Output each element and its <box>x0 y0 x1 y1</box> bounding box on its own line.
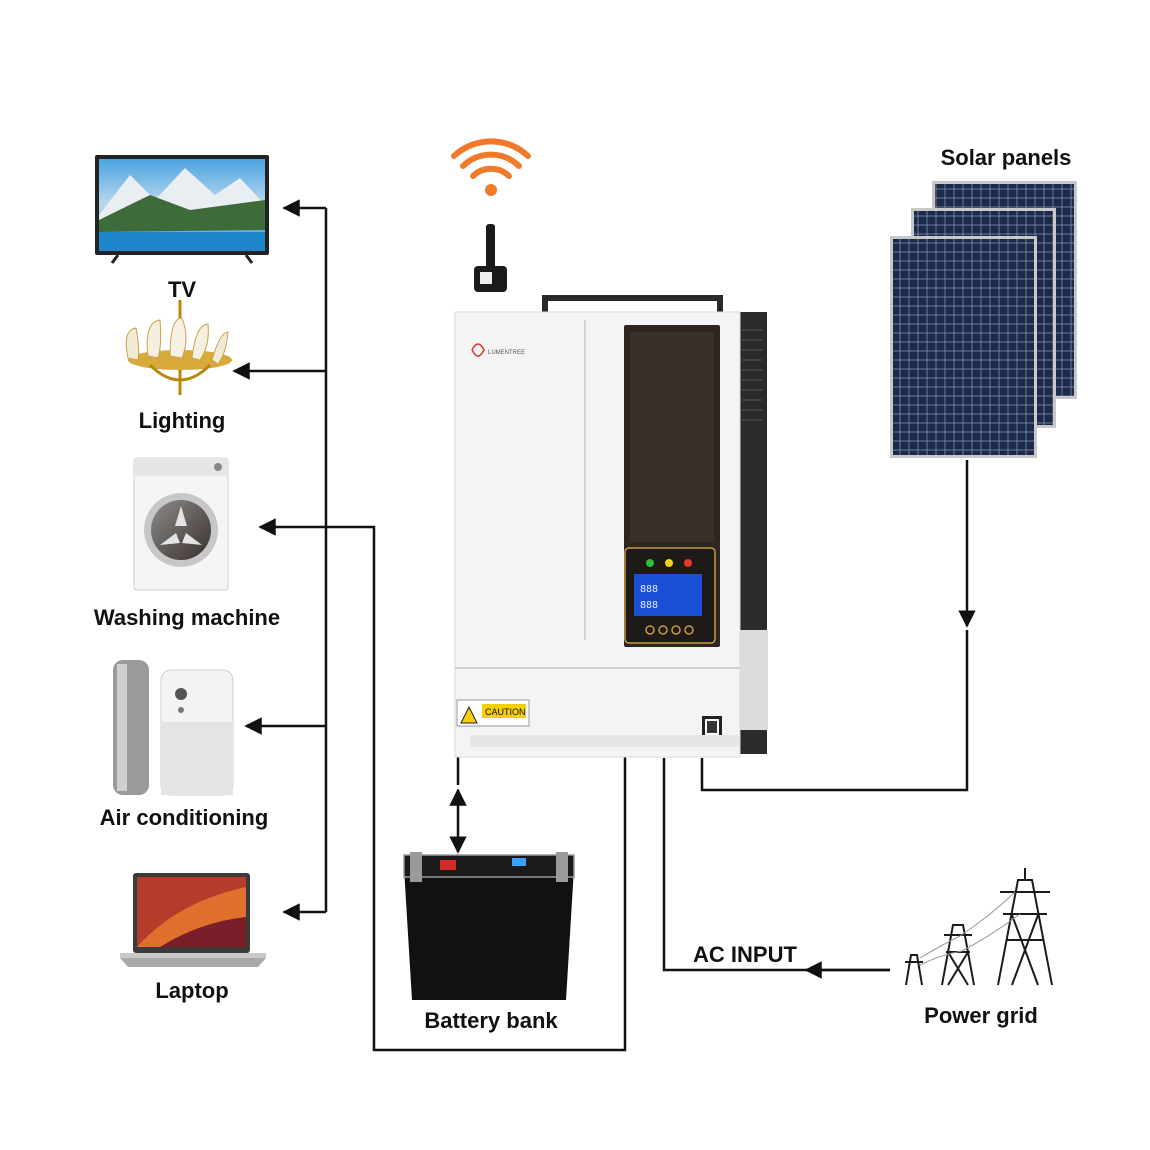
air-conditioning-label: Air conditioning <box>100 805 269 830</box>
svg-text:CAUTION: CAUTION <box>485 707 526 717</box>
inverter-button-1[interactable] <box>645 625 655 635</box>
wiring <box>232 199 976 1052</box>
inverter-button-4[interactable] <box>684 625 694 635</box>
solar-panel-icon <box>890 181 1077 458</box>
solar-panels-label: Solar panels <box>941 145 1072 170</box>
battery-bank-label: Battery bank <box>424 1008 558 1033</box>
ac-input-label: AC INPUT <box>693 942 797 967</box>
caution-label: CAUTION <box>456 699 530 727</box>
inverter-button-2[interactable] <box>658 625 668 635</box>
lcd-bottom-readout: 888 <box>640 600 658 611</box>
lcd-top-readout: 888 <box>640 584 658 595</box>
brand-logo: LUMENTREE <box>471 343 525 357</box>
power-grid-label: Power grid <box>924 1003 1038 1028</box>
power-tower-icon <box>905 868 1053 986</box>
washing-machine-icon <box>133 457 229 591</box>
laptop-icon <box>120 873 266 967</box>
inverter: 888 888 LUMENTREE CAUTION <box>454 295 768 758</box>
tv-label: TV <box>168 277 196 302</box>
inverter-button-3[interactable] <box>671 625 681 635</box>
washing-machine-label: Washing machine <box>94 605 280 630</box>
chandelier-icon <box>125 300 232 395</box>
laptop-label: Laptop <box>155 978 228 1003</box>
air-purifier-icon <box>113 660 234 796</box>
battery-icon <box>403 852 575 1000</box>
wifi-dongle <box>474 224 507 292</box>
lighting-label: Lighting <box>139 408 226 433</box>
svg-text:LUMENTREE: LUMENTREE <box>488 350 525 356</box>
tv-icon <box>95 155 269 264</box>
wifi-icon <box>451 138 531 196</box>
